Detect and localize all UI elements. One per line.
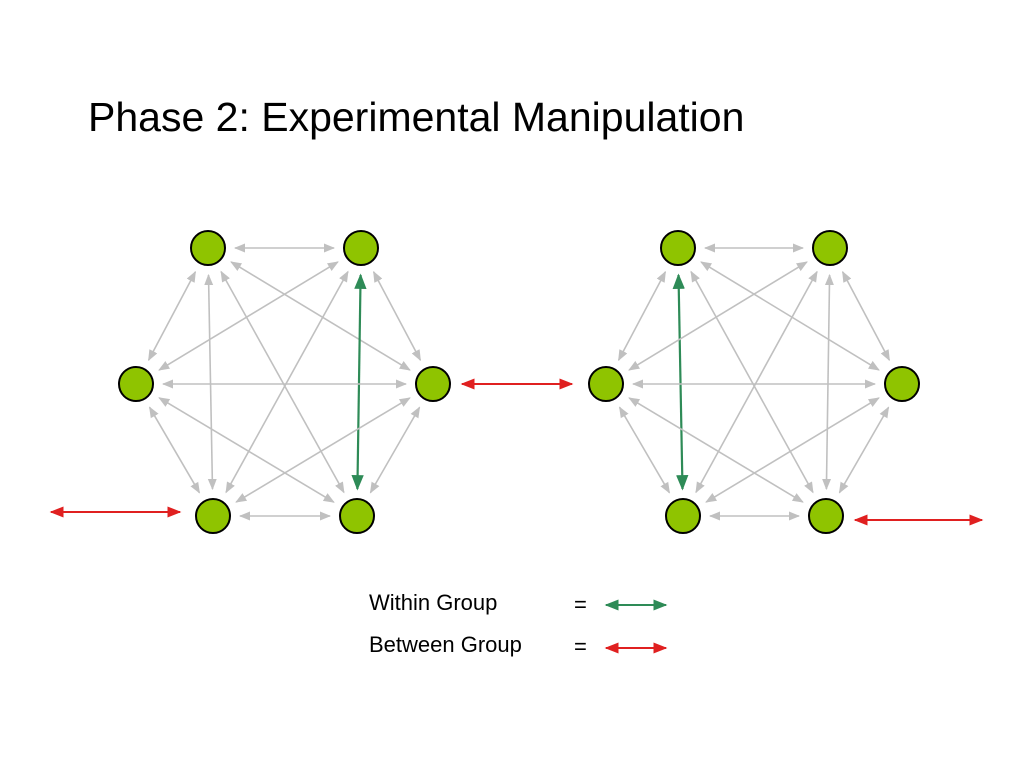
left-group-edge	[147, 270, 197, 362]
right-group-edge	[822, 273, 834, 491]
left-group-node	[339, 498, 375, 534]
left-group-edge	[158, 261, 339, 371]
right-group-edge	[628, 397, 804, 503]
edges-layer	[147, 243, 891, 521]
between-group-links	[49, 378, 984, 526]
left-group-node	[195, 498, 231, 534]
right-group-node	[812, 230, 848, 266]
legend-between-label: Between Group	[369, 632, 522, 657]
right-group-node	[808, 498, 844, 534]
left-group-edge	[220, 270, 345, 494]
legend-arrows	[604, 599, 668, 654]
right-group-edge	[690, 270, 814, 494]
left-group-edge	[204, 273, 217, 491]
left-group-edge	[372, 270, 422, 362]
left-group-node	[415, 366, 451, 402]
left-group-node	[190, 230, 226, 266]
right-group-within-link-highlighted	[672, 273, 689, 491]
right-group-edge	[700, 261, 880, 371]
right-group-edge	[705, 397, 880, 503]
right-group-edge	[841, 270, 891, 362]
right-group-edge	[695, 270, 818, 494]
right-group-edge	[628, 261, 808, 371]
left-group-node	[343, 230, 379, 266]
right-group-edge	[838, 406, 890, 494]
left-group-edge	[230, 261, 411, 371]
left-group-node	[118, 366, 154, 402]
left-group-edge	[148, 406, 201, 494]
left-group-edge	[158, 397, 335, 503]
right-group-node	[660, 230, 696, 266]
right-group-node	[665, 498, 701, 534]
right-group-node	[588, 366, 624, 402]
left-group-within-link-highlighted	[351, 273, 367, 491]
right-group-node	[884, 366, 920, 402]
legend-within-equals: =	[574, 592, 587, 617]
left-group-edge	[235, 397, 411, 503]
slide-title: Phase 2: Experimental Manipulation	[88, 94, 745, 140]
legend-between-equals: =	[574, 634, 587, 659]
right-group-edge	[618, 406, 671, 494]
left-group-edge	[369, 406, 421, 494]
left-group-edge	[225, 270, 349, 494]
legend-within-label: Within Group	[369, 590, 498, 615]
right-group-edge	[617, 270, 667, 362]
nodes-layer	[118, 230, 920, 534]
